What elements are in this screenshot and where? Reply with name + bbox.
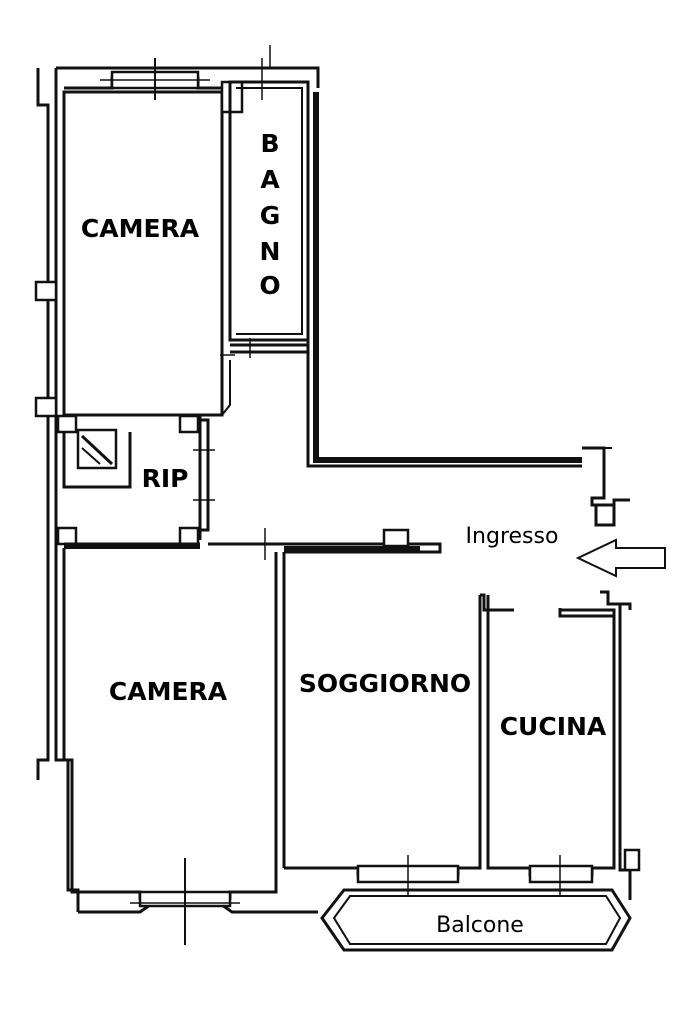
label-bagno: B A G N O xyxy=(259,129,280,300)
label-soggiorno: SOGGIORNO xyxy=(299,669,471,698)
svg-text:A: A xyxy=(260,165,280,194)
svg-text:G: G xyxy=(260,201,281,230)
room-camera-top xyxy=(34,80,244,418)
outer-wall-top xyxy=(56,45,320,100)
label-camera-bottom: CAMERA xyxy=(109,677,228,706)
outer-wall-left xyxy=(36,68,80,912)
entrance-arrow-icon xyxy=(575,538,666,578)
room-rip xyxy=(56,413,215,546)
label-balcone: Balcone xyxy=(436,913,524,938)
svg-text:B: B xyxy=(260,129,279,158)
room-camera-bottom xyxy=(62,548,318,945)
label-rip: RIP xyxy=(142,464,189,493)
room-soggiorno xyxy=(284,593,514,895)
label-cucina: CUCINA xyxy=(500,712,607,741)
label-camera-top: CAMERA xyxy=(81,214,200,243)
room-cucina xyxy=(486,590,641,900)
balcone xyxy=(320,888,632,952)
middle-wall xyxy=(64,528,442,560)
svg-text:N: N xyxy=(260,237,281,266)
outer-wall-heavy xyxy=(306,92,630,527)
svg-text:O: O xyxy=(259,271,280,300)
label-ingresso: Ingresso xyxy=(466,524,559,549)
